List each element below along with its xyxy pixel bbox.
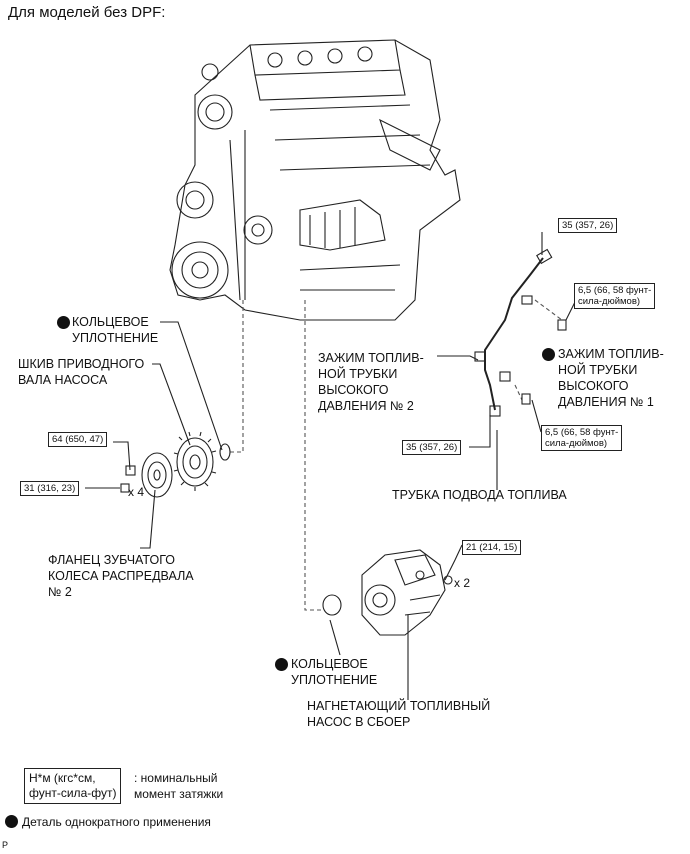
legend-one-time-use: Деталь однократного применения	[22, 815, 211, 829]
label-o-ring-top: КОЛЬЦЕВОЕ УПЛОТНЕНИЕ	[72, 315, 159, 345]
torque-21: 21 (214, 15)	[462, 540, 522, 555]
torque-31: 31 (316, 23)	[20, 481, 80, 496]
legend-unit-desc: : номинальный момент затяжки	[134, 771, 224, 801]
label-clamp-1: ЗАЖИМ ТОПЛИВ- НОЙ ТРУБКИ ВЫСОКОГО ДАВЛЕН…	[558, 347, 664, 409]
one-time-use-icon	[57, 316, 70, 329]
one-time-use-icon	[275, 658, 288, 671]
label-fuel-pump: НАГНЕТАЮЩИЙ ТОПЛИВНЫЙ НАСОС В СБОЕР	[307, 699, 491, 729]
engine-illustration	[169, 39, 461, 321]
multiplier-x4: x 4	[128, 485, 145, 499]
label-clamp-2: ЗАЖИМ ТОПЛИВ- НОЙ ТРУБКИ ВЫСОКОГО ДАВЛЕН…	[318, 351, 424, 413]
torque-6-5-top: 6,5 (66, 58 фунт- сила-дюймов)	[574, 283, 656, 309]
one-time-use-icon	[542, 348, 555, 361]
fuel-tube-drawing	[484, 257, 544, 411]
footer-code: P	[2, 840, 9, 850]
legend-unit-box: Н*м (кгс*см, фунт-сила-фут)	[24, 768, 122, 804]
o-ring-top-drawing	[219, 443, 231, 461]
torque-64: 64 (650, 47)	[48, 432, 108, 447]
legend-one-time-use-icon	[5, 815, 18, 828]
pump-pulley-drawing	[173, 431, 217, 491]
multiplier-x2: x 2	[454, 576, 471, 590]
label-o-ring-bottom: КОЛЬЦЕВОЕ УПЛОТНЕНИЕ	[291, 657, 378, 687]
label-fuel-tube: ТРУБКА ПОДВОДА ТОПЛИВА	[392, 488, 567, 502]
torque-35-top: 35 (357, 26)	[558, 218, 618, 233]
torque-35-mid: 35 (357, 26)	[402, 440, 462, 455]
page-title: Для моделей без DPF:	[8, 4, 166, 21]
o-ring-bottom-drawing	[322, 594, 342, 616]
torque-6-5-mid: 6,5 (66, 58 фунт- сила-дюймов)	[541, 425, 623, 451]
label-camshaft-flange: ФЛАНЕЦ ЗУБЧАТОГО КОЛЕСА РАСПРЕДВАЛА № 2	[48, 553, 194, 599]
label-pump-pulley: ШКИВ ПРИВОДНОГО ВАЛА НАСОСА	[18, 357, 145, 387]
flange-drawing	[141, 452, 173, 498]
fuel-pump-drawing	[361, 549, 446, 636]
